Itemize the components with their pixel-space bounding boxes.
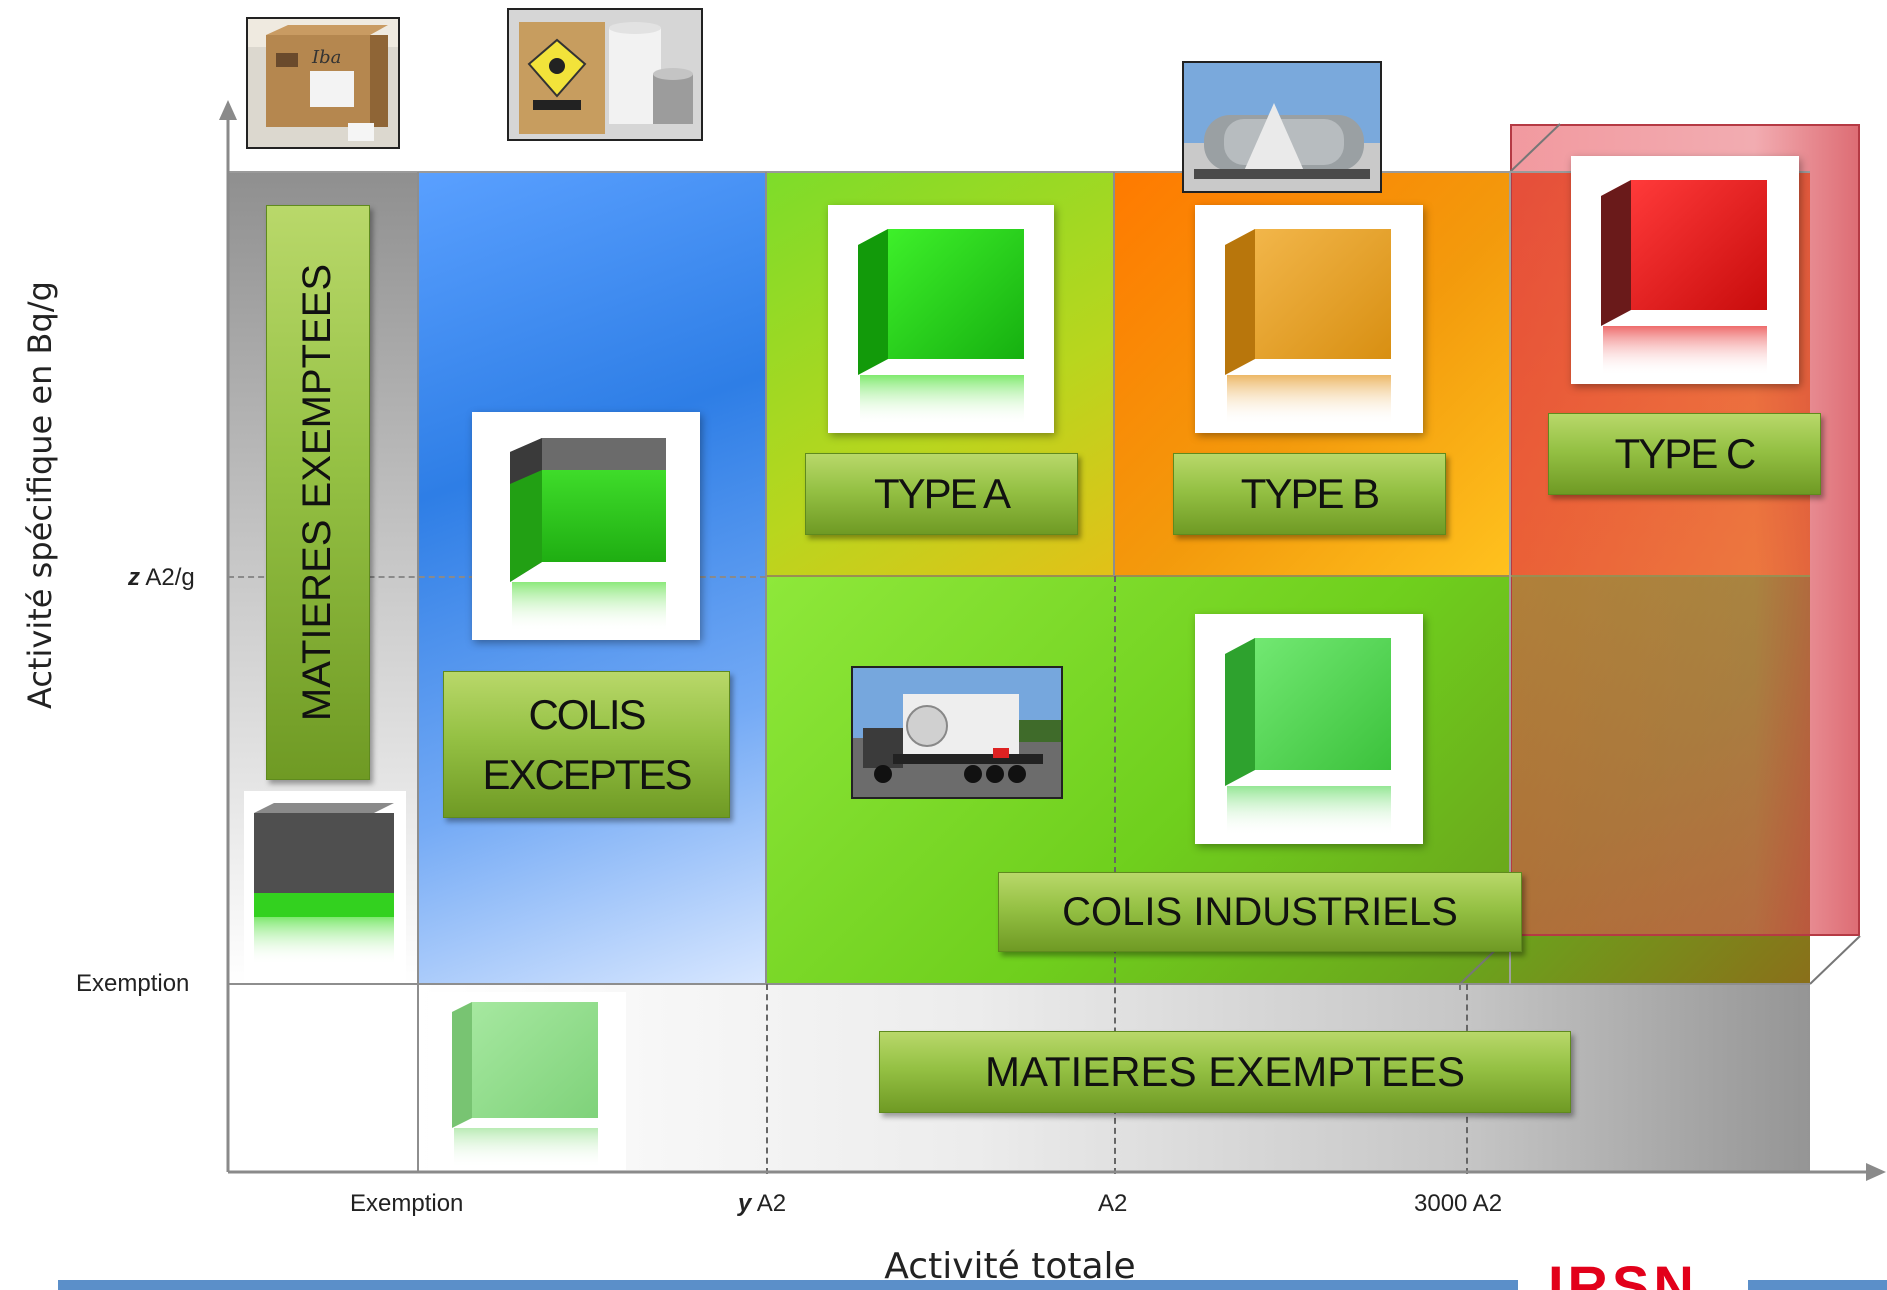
cube-red-type-c	[1571, 156, 1799, 384]
x-tick-exemption-text: Exemption	[350, 1190, 464, 1217]
photo-tank-truck-icon	[853, 668, 1061, 797]
irsn-logo-text: IRSN	[1548, 1262, 1728, 1290]
photo-cardboard-box-icon: Iba	[248, 19, 398, 147]
grid-top-edge	[228, 171, 1810, 173]
cube-orange-type-b-icon	[1225, 229, 1391, 425]
label-matieres-exemptees-bottom: MATIERES EXEMPTEES	[879, 1031, 1571, 1113]
logo-backdrop	[1518, 1262, 1748, 1290]
type-c-3d-box-front	[1510, 124, 1860, 936]
label-matieres-exemptees-vertical-text: MATIERES EXEMPTEES	[295, 263, 340, 722]
x-tick-exemption: Exemption	[350, 1190, 463, 1218]
label-type-c-text: TYPE C	[1614, 430, 1757, 477]
label-colis-exceptes-line1: COLIS	[528, 690, 646, 738]
grid-mid-line	[766, 575, 1810, 577]
grid-v-a2	[1113, 172, 1115, 576]
y-tick-z-a2-text: A2/g	[140, 564, 195, 591]
label-type-a-text: TYPE A	[873, 470, 1011, 517]
y-tick-z-a2-var: z	[128, 564, 140, 591]
grid-v-ya2	[765, 172, 767, 984]
y-axis-title: Activité spécifique en Bq/g	[21, 281, 59, 709]
label-matieres-exemptees-vertical: MATIERES EXEMPTEES	[266, 205, 370, 780]
photo-radioactive-package-icon	[509, 10, 701, 139]
cube-green-type-a	[828, 205, 1054, 433]
x-tick-a2-text: A2	[1098, 1190, 1128, 1217]
x-tick-y-a2: y A2	[738, 1190, 786, 1218]
dashed-ya2-drop	[766, 984, 768, 1174]
x-tick-3000-a2: 3000 A2	[1414, 1190, 1502, 1218]
footer-bar	[58, 1280, 1887, 1290]
cube-grey-green-large	[472, 412, 700, 640]
cube-orange-type-b	[1195, 205, 1423, 433]
photo-radioactive-package	[507, 8, 703, 141]
cube-grey-green-small	[244, 791, 406, 981]
label-matieres-exemptees-bottom-text: MATIERES EXEMPTEES	[985, 1048, 1465, 1095]
cube-green-type-a-icon	[858, 229, 1024, 425]
photo-tank-truck	[851, 666, 1063, 799]
photo-rail-cask-icon	[1184, 63, 1380, 191]
y-tick-exemption-text: Exemption	[76, 970, 190, 997]
label-colis-exceptes-line2: EXCEPTES	[482, 750, 692, 798]
label-type-a: TYPE A	[805, 453, 1078, 535]
cube-grey-green-small-icon	[254, 803, 394, 965]
photo-sticker-text: Iba	[311, 47, 341, 68]
cube-red-type-c-icon	[1601, 180, 1767, 376]
label-type-b: TYPE B	[1173, 453, 1446, 535]
label-colis-exceptes: COLIS EXCEPTES	[443, 671, 730, 818]
grid-v-3000a2	[1509, 172, 1511, 984]
irsn-logo: IRSN	[1548, 1262, 1728, 1290]
label-colis-industriels: COLIS INDUSTRIELS	[998, 872, 1522, 952]
x-tick-y-a2-text: A2	[751, 1190, 787, 1217]
grid-v-exemption	[417, 172, 419, 1172]
x-tick-3000-a2-text: 3000 A2	[1414, 1190, 1503, 1217]
grid-exemption-line	[228, 983, 1810, 985]
label-colis-industriels-text: COLIS INDUSTRIELS	[1062, 889, 1458, 934]
x-tick-y-a2-var: y	[738, 1190, 752, 1217]
cube-faded-green	[428, 992, 626, 1170]
photo-rail-cask	[1182, 61, 1382, 193]
cube-grey-green-large-icon	[510, 438, 666, 632]
label-type-c: TYPE C	[1548, 413, 1821, 495]
x-tick-a2: A2	[1098, 1190, 1127, 1218]
label-type-b-text: TYPE B	[1240, 470, 1380, 517]
cube-light-green-industrial-icon	[1225, 638, 1391, 836]
photo-cardboard-box: Iba	[246, 17, 400, 149]
cube-light-green-industrial	[1195, 614, 1423, 844]
y-tick-z-a2: z A2/g	[128, 564, 195, 592]
cube-faded-green-icon	[452, 1002, 598, 1168]
y-tick-exemption: Exemption	[76, 970, 189, 998]
